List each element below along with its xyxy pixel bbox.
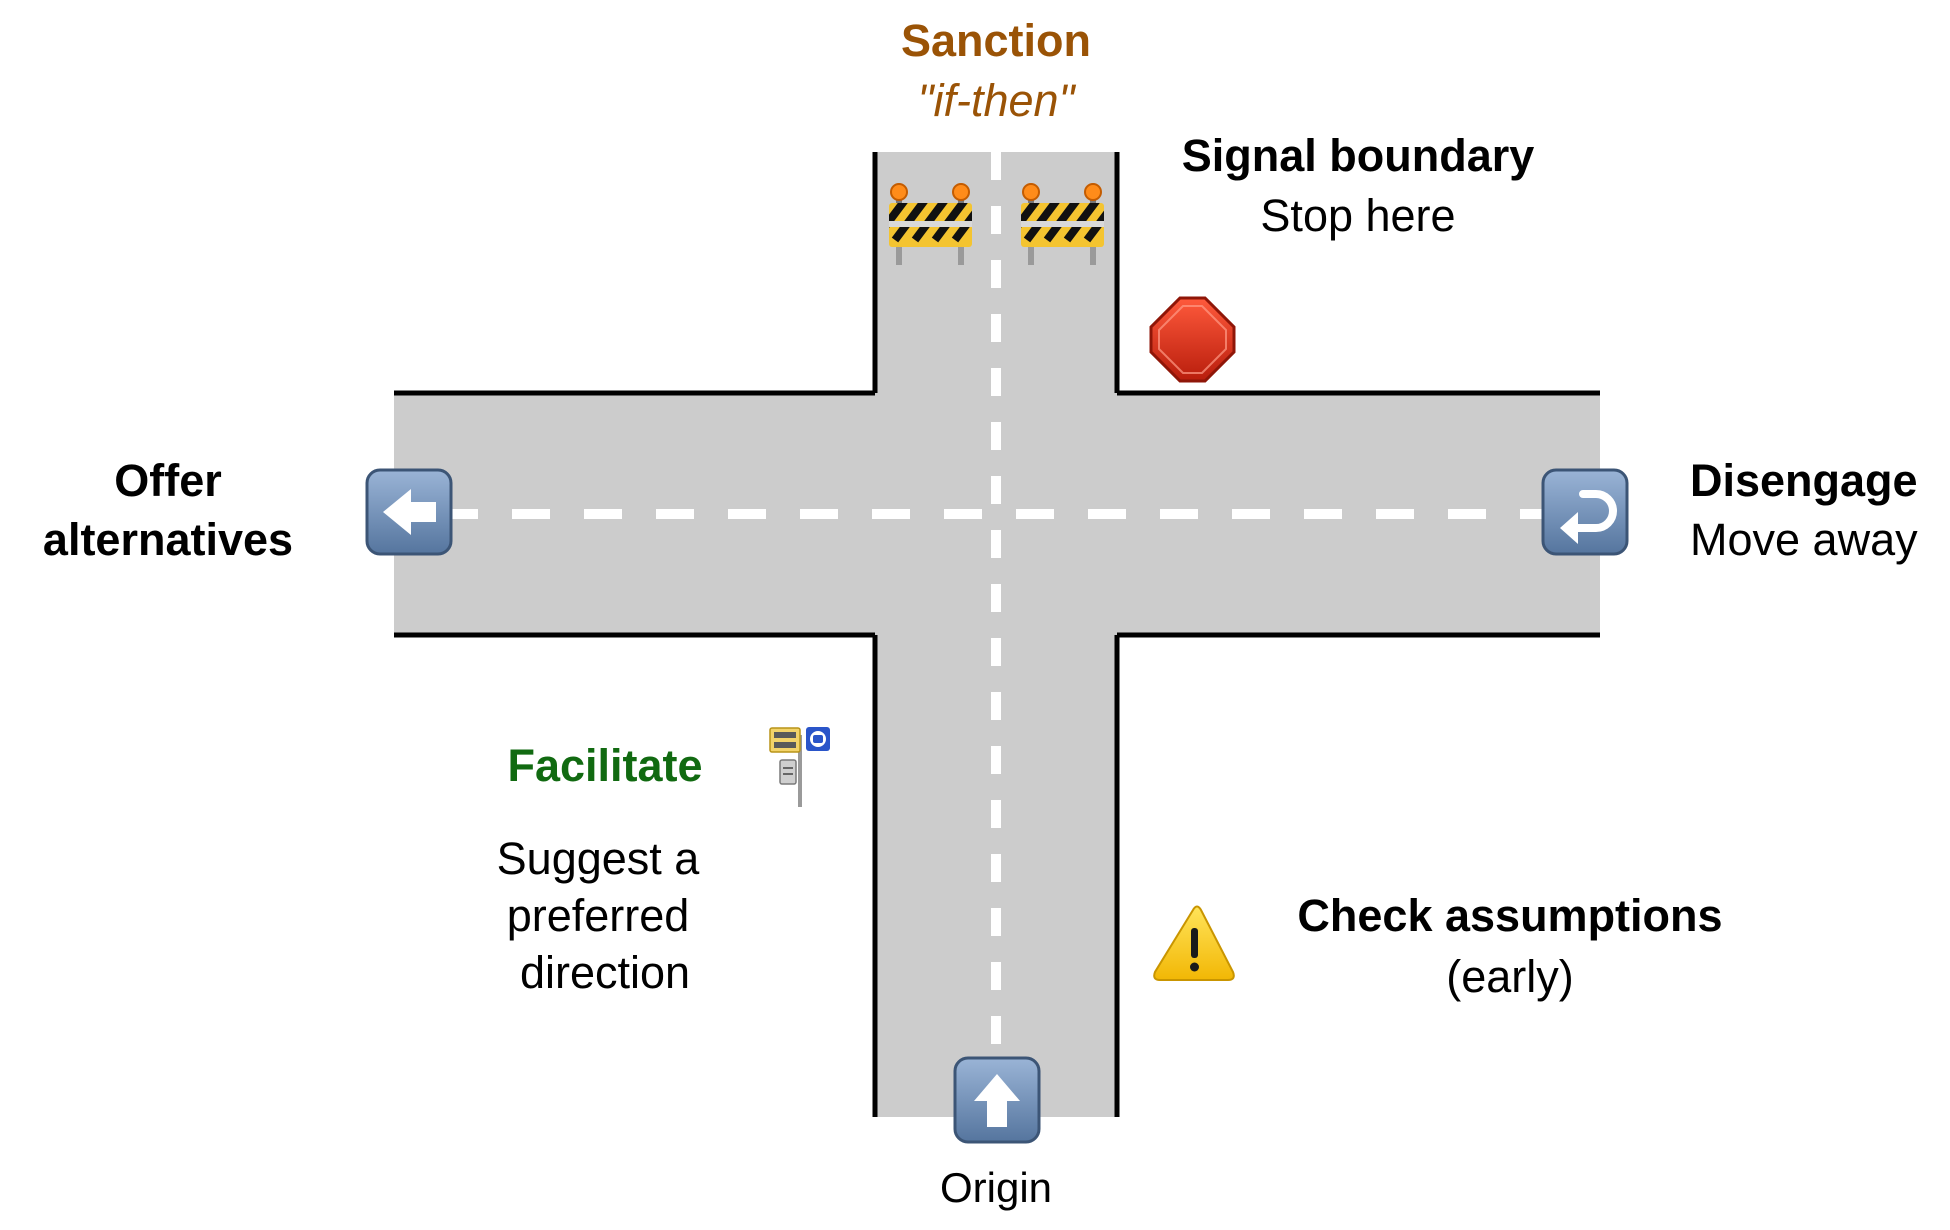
check-assumptions-subtitle: (early) [1446, 951, 1574, 1002]
offer-alternatives-line1: Offer [114, 455, 222, 506]
warning-icon [1153, 905, 1235, 981]
bus-stop-icon [769, 727, 830, 807]
origin-label: Origin [939, 1164, 1053, 1211]
facilitate-line1: Suggest a [496, 833, 700, 884]
return-arrow-icon [1541, 468, 1629, 556]
signal-boundary-subtitle: Stop here [1260, 190, 1456, 241]
check-assumptions-title: Check assumptions [1297, 890, 1723, 941]
sanction-subtitle: "if-then" [917, 75, 1075, 126]
facilitate-line2: preferred [506, 890, 690, 941]
up-arrow-icon [953, 1056, 1041, 1144]
facilitate-title: Facilitate [507, 740, 703, 791]
sanction-title: Sanction [900, 15, 1092, 66]
construction-barrier-icon-left [889, 183, 972, 265]
lane-dashes [440, 152, 1560, 1060]
disengage-title: Disengage [1690, 455, 1918, 506]
facilitate-line3: direction [519, 947, 691, 998]
signal-boundary-title: Signal boundary [1181, 130, 1535, 181]
disengage-subtitle: Move away [1690, 514, 1918, 565]
construction-barrier-icon-right [1021, 183, 1104, 265]
stop-sign-icon [1149, 296, 1236, 383]
offer-alternatives-line2: alternatives [42, 514, 294, 565]
left-arrow-icon [365, 468, 453, 556]
road-edges [394, 152, 1600, 1117]
